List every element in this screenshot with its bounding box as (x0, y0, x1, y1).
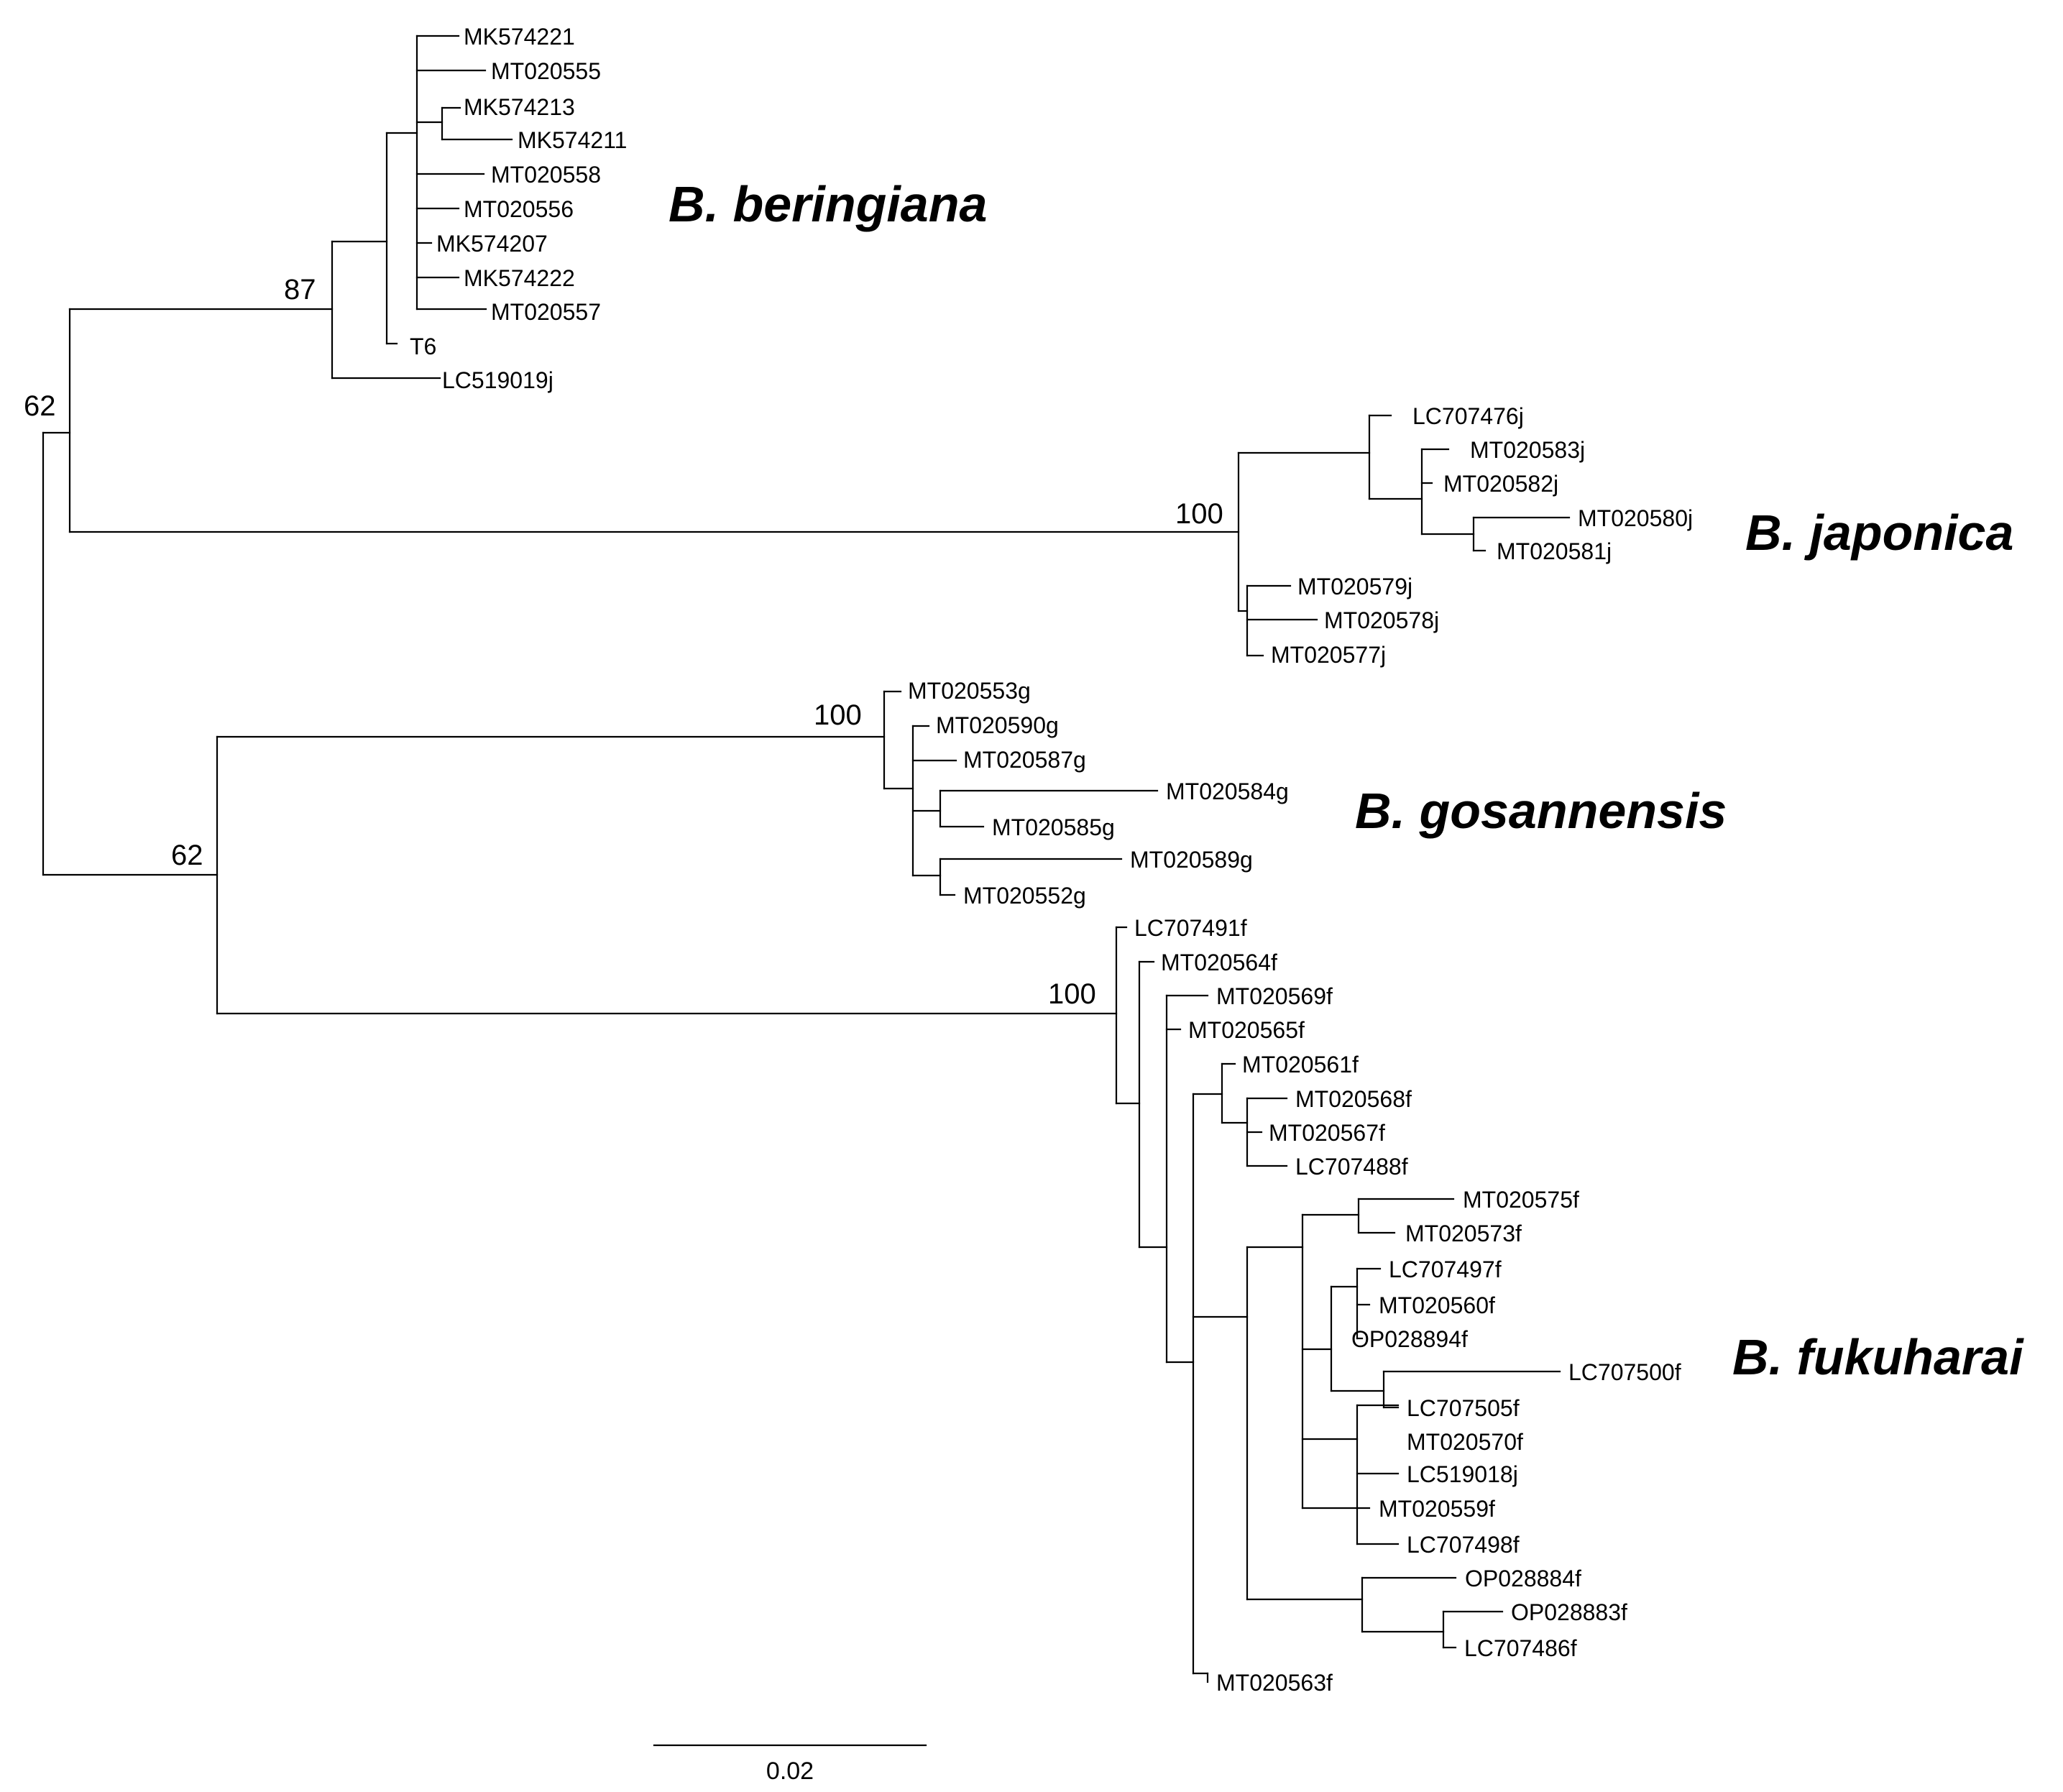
leaf-label: MT020578j (1324, 607, 1439, 633)
leaf-label: MT020553g (908, 678, 1031, 704)
leaf-label: MT020579j (1297, 574, 1412, 599)
leaf-label: MT020563f (1216, 1670, 1333, 1696)
tree-branches (42, 35, 1571, 1683)
leaf-label: MT020573f (1405, 1221, 1522, 1246)
leaf-labels: MK574221 MT020555 MK574213 MK574211 MT02… (410, 24, 1693, 1696)
leaf-label: MT020580j (1578, 505, 1693, 531)
leaf-label: LC707498f (1407, 1532, 1520, 1558)
leaf-label: MK574207 (436, 231, 548, 257)
leaf-label: OP028884f (1465, 1566, 1581, 1591)
leaf-label: MT020557 (491, 299, 601, 325)
leaf-label: OP028894f (1351, 1326, 1468, 1352)
leaf-label: LC707486f (1464, 1635, 1577, 1661)
leaf-label: MT020561f (1242, 1052, 1359, 1078)
leaf-label: MT020589g (1130, 847, 1253, 873)
leaf-label: MK574221 (464, 24, 575, 50)
leaf-label: MK574213 (464, 94, 575, 120)
leaf-label: MT020565f (1188, 1017, 1305, 1043)
leaf-label: MT020559f (1379, 1496, 1495, 1522)
bootstrap-value-japonica: 100 (1175, 498, 1223, 530)
leaf-label: LC519019j (442, 367, 553, 393)
scale-bar-label: 0.02 (766, 1757, 814, 1785)
leaf-label: MT020584g (1166, 778, 1289, 804)
leaf-label: MT020568f (1295, 1086, 1412, 1112)
clade-names: B. beringiana B. japonica B. gosannensis… (668, 176, 2024, 1385)
clade-label-beringiana: B. beringiana (668, 176, 987, 232)
leaf-label: LC707476j (1412, 403, 1524, 429)
leaf-label: MT020582j (1443, 471, 1558, 497)
leaf-label: T6 (410, 334, 436, 359)
leaf-label: MT020575f (1463, 1187, 1579, 1213)
leaf-label: LC707491f (1134, 915, 1247, 941)
leaf-label: MT020569f (1216, 983, 1333, 1009)
leaf-label: MT020564f (1161, 950, 1277, 975)
bootstrap-value-root-upper: 62 (24, 390, 56, 422)
leaf-label: MT020590g (936, 712, 1059, 738)
bootstrap-value-lower: 62 (171, 840, 203, 871)
bootstrap-values: 87 62 100 62 100 100 (24, 274, 1223, 1010)
leaf-label: MT020558 (491, 162, 601, 188)
leaf-label: MT020570f (1407, 1429, 1523, 1455)
leaf-label: MT020581j (1497, 538, 1612, 564)
bootstrap-value-beringiana: 87 (284, 274, 316, 305)
bootstrap-value-gosannensis: 100 (814, 699, 862, 731)
leaf-label: MT020567f (1269, 1120, 1385, 1146)
scale-bar: 0.02 (653, 1744, 927, 1785)
leaf-label: OP028883f (1511, 1599, 1627, 1625)
leaf-label: MT020577j (1271, 642, 1386, 668)
leaf-label: MT020560f (1379, 1292, 1495, 1318)
leaf-label: LC707500f (1568, 1359, 1681, 1385)
leaf-label: LC707505f (1407, 1395, 1520, 1421)
leaf-label: MT020552g (963, 883, 1086, 909)
clade-label-fukuharai: B. fukuharai (1732, 1329, 2024, 1385)
bootstrap-value-fukuharai: 100 (1048, 978, 1096, 1010)
leaf-label: LC519018j (1407, 1461, 1518, 1487)
leaf-label: LC707488f (1295, 1154, 1408, 1180)
clade-label-japonica: B. japonica (1745, 505, 2013, 561)
leaf-label: MK574211 (518, 127, 627, 153)
leaf-label: MT020587g (963, 747, 1086, 773)
leaf-label: MT020583j (1470, 437, 1585, 463)
leaf-label: MT020556 (464, 196, 574, 222)
leaf-label: MK574222 (464, 265, 575, 291)
leaf-label: LC707497f (1389, 1256, 1502, 1282)
clade-label-gosannensis: B. gosannensis (1355, 783, 1727, 839)
leaf-label: MT020585g (992, 814, 1115, 840)
leaf-label: MT020555 (491, 58, 601, 84)
